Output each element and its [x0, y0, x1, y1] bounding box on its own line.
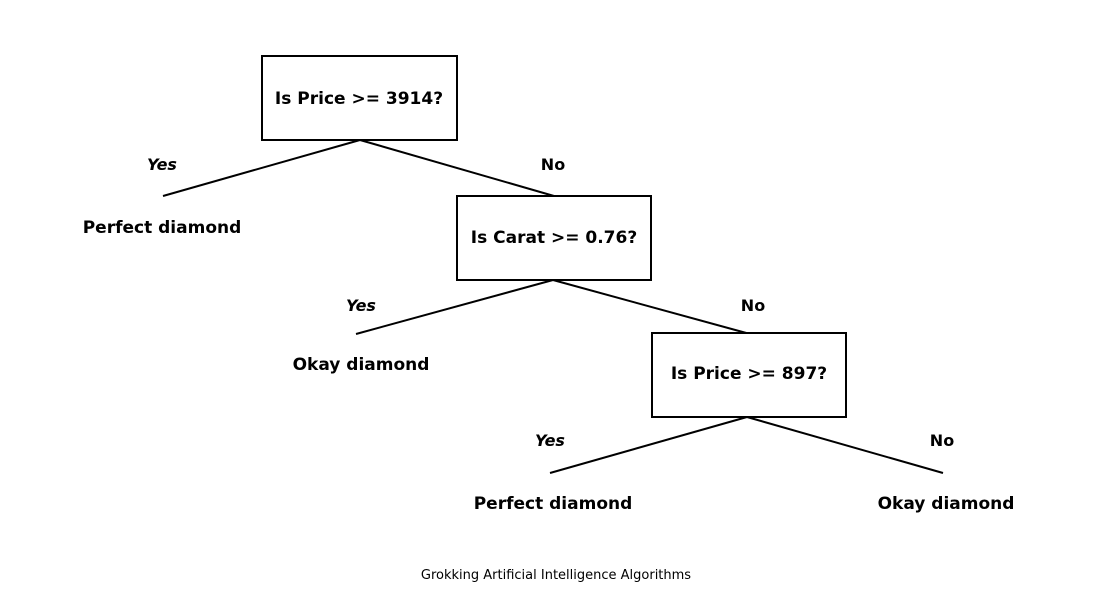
node-root-question: Is Price >= 3914? — [275, 89, 443, 109]
edge-label-root-no: No — [541, 155, 565, 174]
node-carat-question: Is Carat >= 0.76? — [471, 228, 637, 248]
edge-root-yes — [162, 139, 361, 197]
edge-price-low-yes — [549, 416, 748, 474]
edge-label-price-low-yes: Yes — [535, 431, 565, 450]
edge-label-price-low-no: No — [930, 431, 954, 450]
node-price-low-box — [651, 332, 847, 418]
leaf-price-low-no: Okay diamond — [878, 494, 1015, 514]
leaf-price-low-yes: Perfect diamond — [474, 494, 633, 514]
node-root-box — [261, 55, 458, 141]
edge-carat-no — [552, 279, 751, 335]
edge-label-carat-yes: Yes — [346, 296, 376, 315]
leaf-root-yes: Perfect diamond — [83, 218, 242, 238]
edge-label-root-yes: Yes — [147, 155, 177, 174]
edge-root-no — [359, 139, 555, 197]
edge-label-carat-no: No — [741, 296, 765, 315]
edge-carat-yes — [355, 279, 554, 335]
node-root: Is Price >= 3914? — [261, 55, 458, 141]
edge-price-low-no — [746, 416, 944, 474]
node-carat-box — [456, 195, 652, 281]
node-price-low: Is Price >= 897? — [651, 332, 847, 418]
footer-credit: Grokking Artificial Intelligence Algorit… — [421, 568, 691, 583]
node-price-low-question: Is Price >= 897? — [671, 364, 827, 384]
leaf-carat-yes: Okay diamond — [293, 355, 430, 375]
node-carat: Is Carat >= 0.76? — [456, 195, 652, 281]
